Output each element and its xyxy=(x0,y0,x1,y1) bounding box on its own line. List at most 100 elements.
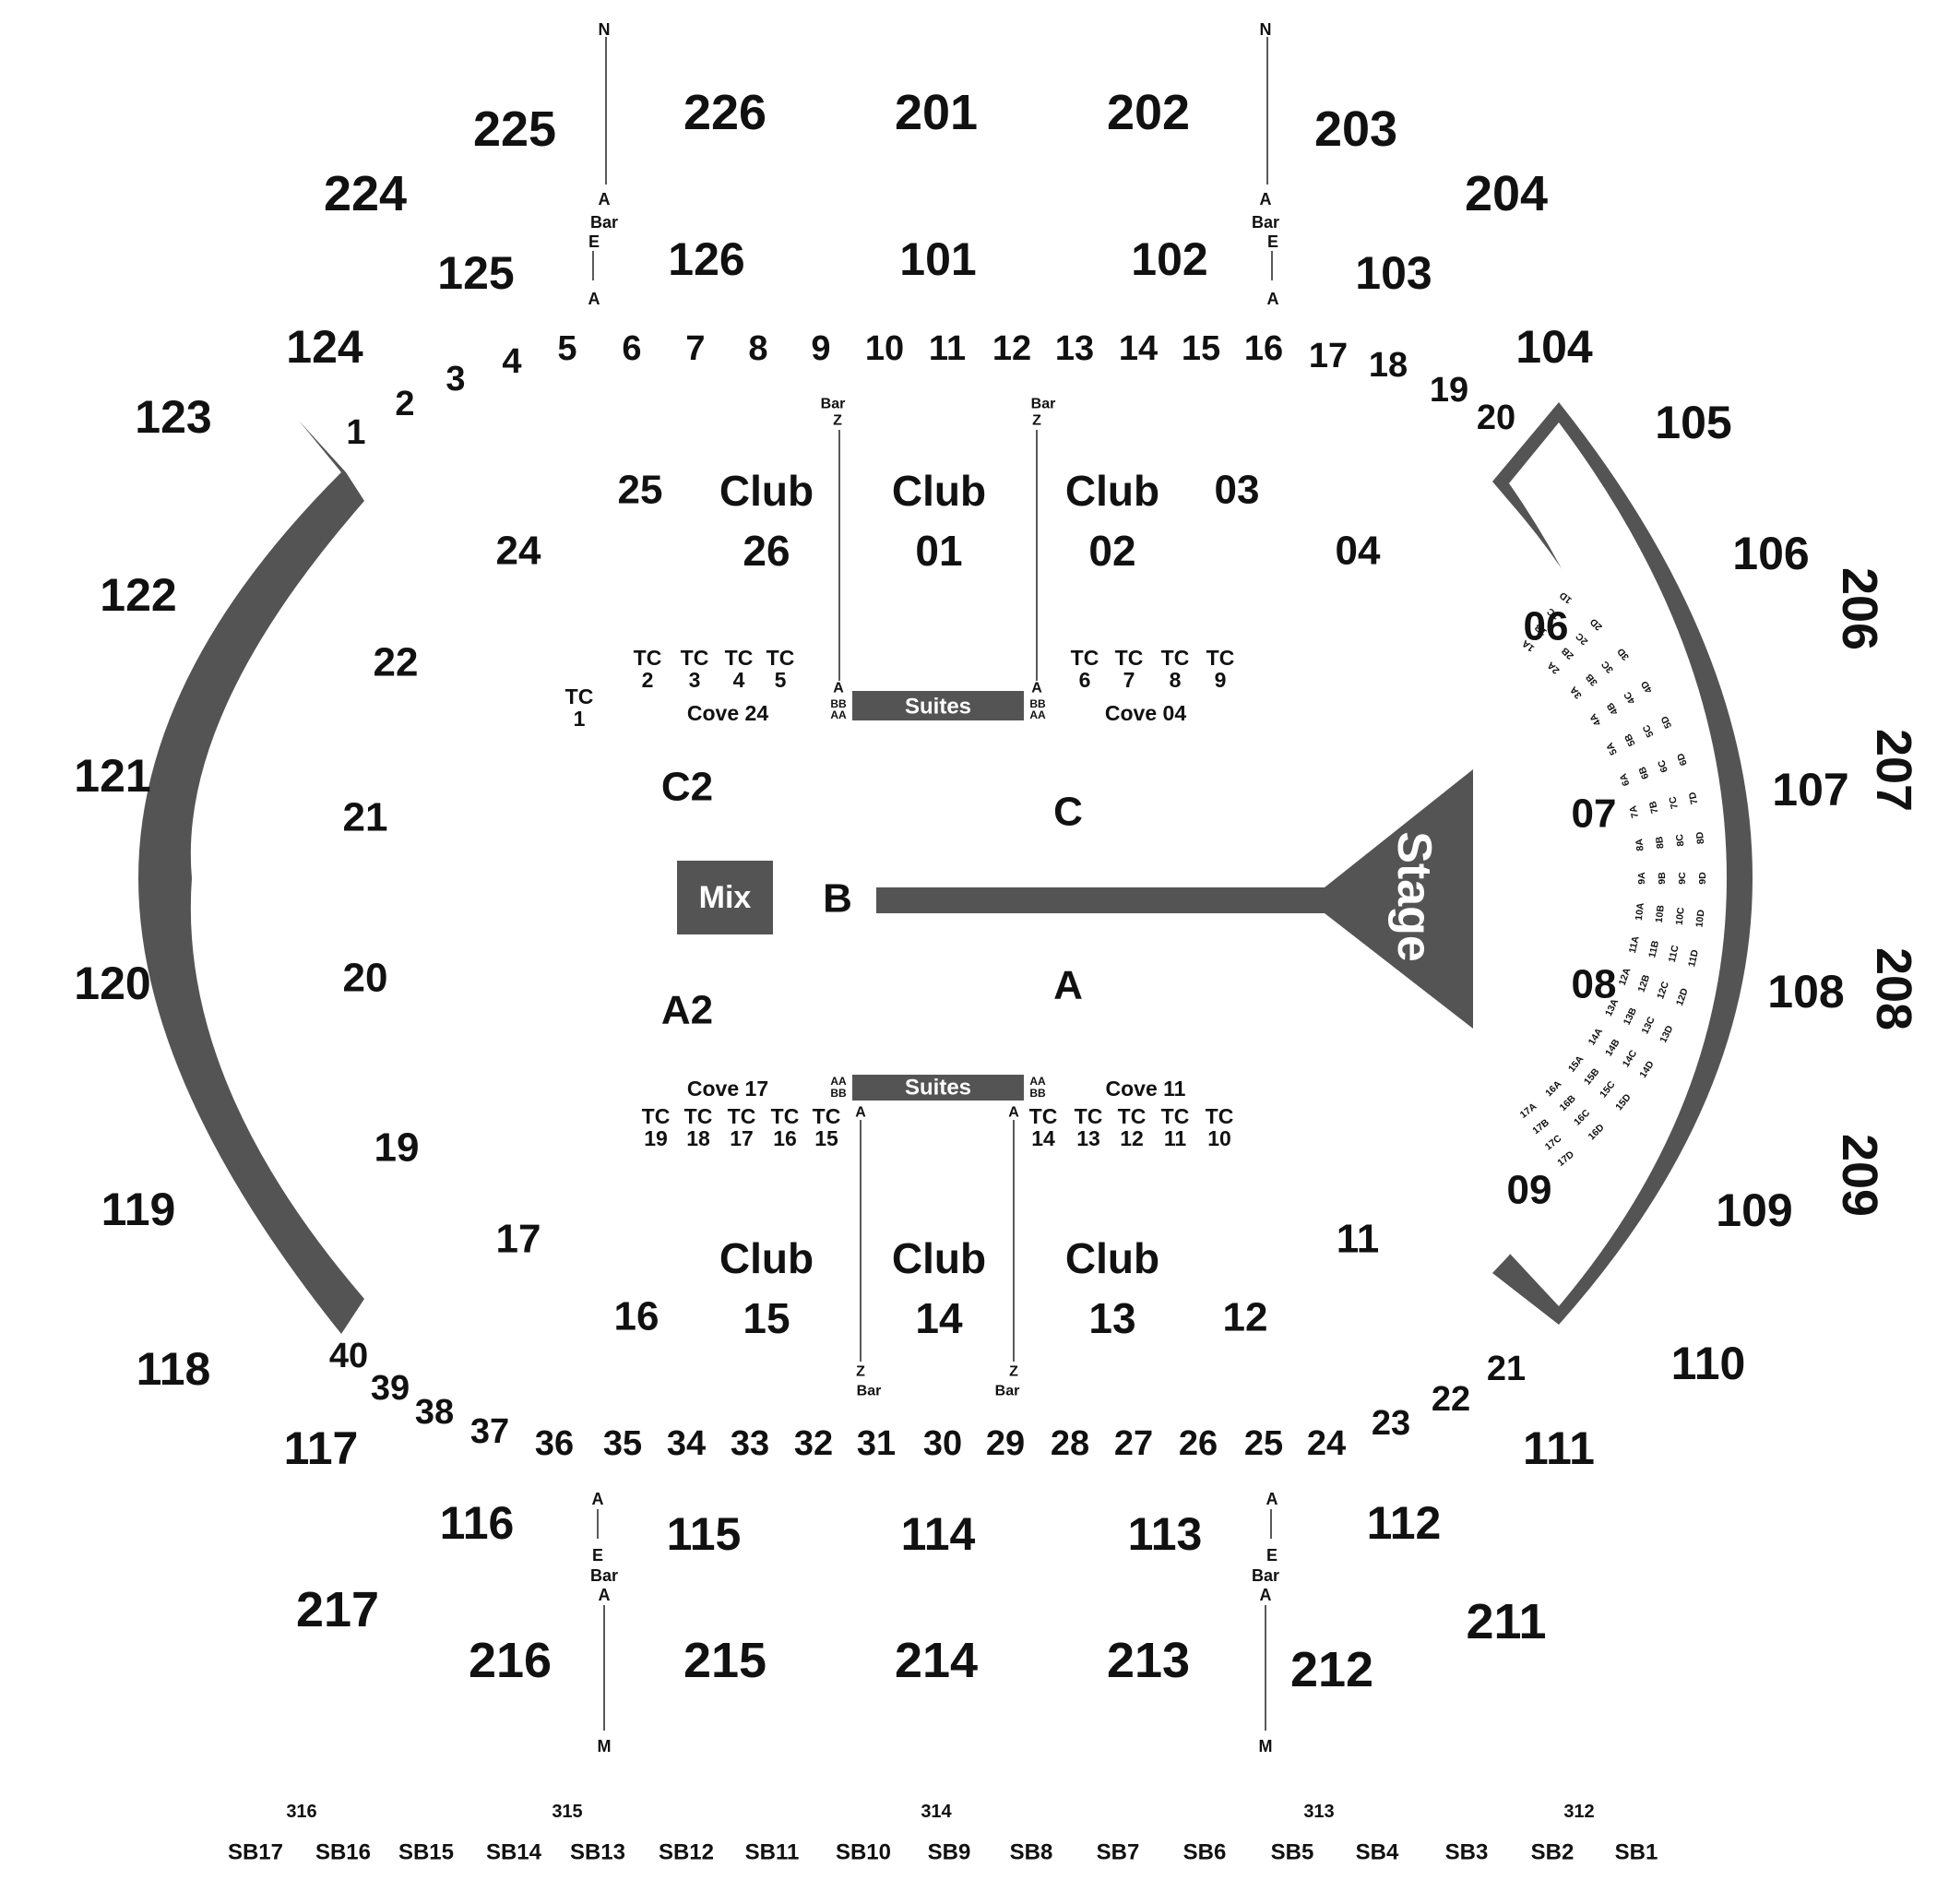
floor-section-C2[interactable]: C2 xyxy=(661,765,713,810)
box-seat-3b[interactable]: 3B xyxy=(1584,671,1600,687)
floor-row-17[interactable]: 17 xyxy=(1309,337,1348,375)
section-100-104[interactable]: 104 xyxy=(1515,321,1593,373)
club-26-name[interactable]: Club xyxy=(719,467,814,515)
box-seat-17a[interactable]: 17A xyxy=(1518,1101,1539,1121)
box-seat-7c[interactable]: 7C xyxy=(1667,795,1681,810)
box-seat-8a[interactable]: 8A xyxy=(1634,838,1646,851)
section-200-201[interactable]: 201 xyxy=(895,85,978,140)
floor-section-A[interactable]: A xyxy=(1053,963,1083,1008)
floor-row-15[interactable]: 15 xyxy=(1182,329,1220,368)
box-seat-11d[interactable]: 11D xyxy=(1686,948,1701,968)
club-14-name[interactable]: Club xyxy=(892,1234,986,1282)
club-01-name[interactable]: Club xyxy=(892,467,986,515)
suite-box-sb13[interactable]: SB13 xyxy=(570,1840,625,1865)
box-seat-16b[interactable]: 16B xyxy=(1558,1093,1578,1113)
suite-box-sb16[interactable]: SB16 xyxy=(315,1840,371,1865)
floor-row-20[interactable]: 20 xyxy=(1477,399,1515,437)
box-seat-7b[interactable]: 7B xyxy=(1647,800,1661,815)
section-100-103[interactable]: 103 xyxy=(1355,247,1432,299)
section-300-315[interactable]: 315 xyxy=(552,1802,582,1822)
floor-row-19[interactable]: 19 xyxy=(1430,371,1468,410)
floor-section-21[interactable]: 21 xyxy=(343,795,388,840)
section-300-316[interactable]: 316 xyxy=(286,1802,316,1822)
section-200-217[interactable]: 217 xyxy=(296,1582,379,1637)
club-15-name[interactable]: Club xyxy=(719,1234,814,1282)
table-tc13-prefix[interactable]: TC xyxy=(1075,1104,1103,1128)
section-100-122[interactable]: 122 xyxy=(100,569,176,621)
floor-row-3[interactable]: 3 xyxy=(446,360,465,399)
section-100-102[interactable]: 102 xyxy=(1131,233,1207,285)
box-seat-5a[interactable]: 5A xyxy=(1604,741,1620,757)
floor-section-19[interactable]: 19 xyxy=(374,1125,420,1171)
box-seat-10c[interactable]: 10C xyxy=(1674,907,1687,926)
box-seat-6b[interactable]: 6B xyxy=(1636,765,1651,780)
section-200-215[interactable]: 215 xyxy=(683,1633,766,1688)
club-13-name[interactable]: Club xyxy=(1065,1234,1159,1282)
floor-row-37[interactable]: 37 xyxy=(470,1412,509,1451)
table-tc18-number[interactable]: 18 xyxy=(686,1126,710,1150)
table-tc12-number[interactable]: 12 xyxy=(1120,1126,1144,1150)
table-tc8-prefix[interactable]: TC xyxy=(1161,646,1190,670)
cove-4[interactable]: Cove 11 xyxy=(1106,1077,1186,1101)
section-100-115[interactable]: 115 xyxy=(667,1508,742,1560)
box-seat-2a[interactable]: 2A xyxy=(1545,660,1562,676)
box-seat-16a[interactable]: 16A xyxy=(1543,1078,1563,1099)
floor-row-36[interactable]: 36 xyxy=(535,1424,574,1463)
stage-label[interactable]: Stage xyxy=(1387,831,1441,962)
table-tc14-number[interactable]: 14 xyxy=(1031,1126,1055,1150)
table-tc3-number[interactable]: 3 xyxy=(689,668,701,692)
box-seat-15b[interactable]: 15B xyxy=(1582,1066,1602,1088)
section-100-108[interactable]: 108 xyxy=(1767,966,1844,1017)
section-200-207[interactable]: 207 xyxy=(1866,729,1921,812)
club-02-number[interactable]: 02 xyxy=(1088,527,1135,575)
suite-box-sb4[interactable]: SB4 xyxy=(1356,1840,1399,1865)
section-200-209[interactable]: 209 xyxy=(1832,1134,1887,1217)
suite-box-sb5[interactable]: SB5 xyxy=(1271,1840,1314,1865)
section-100-101[interactable]: 101 xyxy=(899,233,976,285)
box-seat-17c[interactable]: 17C xyxy=(1543,1133,1564,1153)
floor-row-10[interactable]: 10 xyxy=(865,329,904,368)
table-tc6-number[interactable]: 6 xyxy=(1079,668,1091,692)
table-tc7-number[interactable]: 7 xyxy=(1123,668,1135,692)
floor-section-03[interactable]: 03 xyxy=(1215,468,1260,513)
suite-box-sb12[interactable]: SB12 xyxy=(659,1840,714,1865)
box-seat-8d[interactable]: 8D xyxy=(1694,831,1706,845)
table-tc15-number[interactable]: 15 xyxy=(814,1126,838,1150)
floor-row-27[interactable]: 27 xyxy=(1114,1424,1153,1463)
section-100-112[interactable]: 112 xyxy=(1367,1497,1442,1549)
floor-section-A2[interactable]: A2 xyxy=(661,988,713,1033)
section-200-208[interactable]: 208 xyxy=(1866,947,1921,1030)
box-seat-11b[interactable]: 11B xyxy=(1646,939,1661,958)
floor-row-25[interactable]: 25 xyxy=(1244,1424,1283,1463)
club-26-number[interactable]: 26 xyxy=(743,527,790,575)
box-seat-10a[interactable]: 10A xyxy=(1634,902,1646,922)
floor-row-21[interactable]: 21 xyxy=(1487,1350,1526,1388)
floor-row-38[interactable]: 38 xyxy=(415,1393,454,1432)
floor-row-39[interactable]: 39 xyxy=(371,1369,410,1408)
floor-section-B[interactable]: B xyxy=(823,876,852,922)
section-200-202[interactable]: 202 xyxy=(1107,85,1190,140)
table-tc9-prefix[interactable]: TC xyxy=(1206,646,1235,670)
floor-row-24[interactable]: 24 xyxy=(1307,1424,1346,1463)
floor-row-7[interactable]: 7 xyxy=(685,329,705,368)
section-100-116[interactable]: 116 xyxy=(440,1497,515,1549)
box-seat-2c[interactable]: 2C xyxy=(1574,630,1590,647)
table-tc2-number[interactable]: 2 xyxy=(642,668,654,692)
table-tc17-prefix[interactable]: TC xyxy=(728,1104,756,1128)
floor-section-16[interactable]: 16 xyxy=(614,1294,660,1339)
section-100-111[interactable]: 111 xyxy=(1523,1422,1595,1474)
floor-row-34[interactable]: 34 xyxy=(667,1424,706,1463)
cove-1[interactable]: Cove 24 xyxy=(687,701,768,725)
club-02-name[interactable]: Club xyxy=(1065,467,1159,515)
table-tc10-number[interactable]: 10 xyxy=(1207,1126,1231,1150)
suite-box-sb11[interactable]: SB11 xyxy=(745,1840,800,1865)
box-seat-7d[interactable]: 7D xyxy=(1687,791,1701,805)
club-13-number[interactable]: 13 xyxy=(1088,1294,1135,1342)
table-tc1-prefix[interactable]: TC xyxy=(565,684,594,708)
section-100-106[interactable]: 106 xyxy=(1732,528,1809,579)
box-seat-10d[interactable]: 10D xyxy=(1693,909,1706,928)
floor-section-11[interactable]: 11 xyxy=(1337,1217,1380,1262)
floor-section-20[interactable]: 20 xyxy=(343,956,388,1001)
table-tc19-prefix[interactable]: TC xyxy=(642,1104,671,1128)
floor-row-22[interactable]: 22 xyxy=(1432,1380,1470,1419)
